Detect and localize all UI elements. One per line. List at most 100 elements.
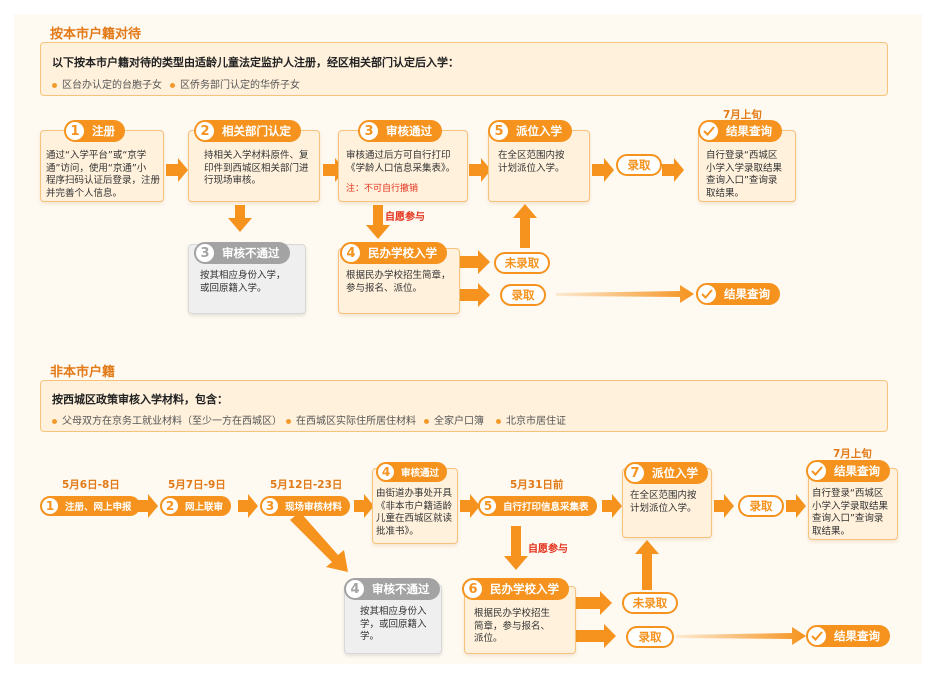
result-label: 结果查询 — [724, 287, 770, 301]
section2-title: 非本市户籍 — [50, 365, 116, 380]
step-number: 3 — [194, 242, 216, 264]
arrow-s1-long-result — [556, 285, 694, 303]
s2-fail-pill: 4 审核不通过 — [344, 578, 440, 600]
section1-bullet: 区侨务部门认定的华侨子女 — [170, 76, 300, 91]
step-label: 派位入学 — [652, 466, 698, 480]
s1-not-admitted-badge: 未录取 — [494, 252, 550, 274]
s2-step4-text: 由街道办事处开具 《非本市户籍适龄 儿童在西城区就读 批准书》。 — [376, 488, 453, 537]
s2-result2-pill: 结果查询 — [806, 625, 890, 647]
s2-not-admitted-badge: 未录取 — [622, 592, 678, 614]
s1-step5-text: 在全区范围内按 计划派位入学。 — [498, 150, 565, 174]
section2-bullet: 北京市居住证 — [496, 412, 566, 427]
step-number: 7 — [624, 462, 646, 484]
check-circle-icon — [806, 625, 828, 647]
s1-step3-text: 审核通过后方可自行打印 《学龄人口信息采集表》。 — [346, 150, 456, 174]
section2-intro: 按西城区政策审核入学材料，包含： — [52, 393, 228, 406]
step-label: 民办学校入学 — [368, 246, 437, 260]
s2-step1-pill: 1 注册、网上申报 — [40, 496, 140, 516]
arrow-s2-private-admit — [576, 624, 616, 648]
step-number: 1 — [40, 496, 60, 516]
step-number: 5 — [478, 496, 498, 516]
step-number: 4 — [340, 242, 362, 264]
step-label: 审核通过 — [386, 124, 432, 138]
arrow-s1-private-admit — [460, 283, 490, 307]
s1-admitted-badge-2: 录取 — [500, 284, 546, 306]
check-circle-icon — [698, 120, 720, 142]
step-label: 自行打印信息采集表 — [503, 502, 589, 513]
arrow-s2-7-admit — [714, 494, 734, 518]
arrow-s2-long-result — [676, 627, 806, 645]
step-number: 2 — [160, 496, 180, 516]
arrow-s2-notadmit-7 — [635, 540, 659, 590]
section2-bullet: 全家户口簿 — [424, 412, 484, 427]
s2-admitted-badge-2: 录取 — [626, 626, 674, 648]
arrow-s2-3-fail — [290, 512, 348, 572]
s1-step2-text: 持相关入学材料原件、复 印件到西城区相关部门进 行现场审核。 — [204, 150, 309, 186]
s1-result2-pill: 结果查询 — [696, 283, 780, 305]
result-label: 结果查询 — [834, 629, 880, 643]
arrow-s1-private-notadmit — [460, 250, 490, 274]
s1-result-pill: 结果查询 — [698, 120, 782, 142]
arrow-s2-2-3 — [238, 494, 258, 518]
s1-step3-pill: 3 审核通过 — [358, 120, 442, 142]
s2-admitted-badge: 录取 — [738, 495, 784, 517]
check-circle-icon — [696, 283, 718, 305]
bullet-dot-icon — [424, 418, 429, 424]
section2-bullet: 在西城区实际住所居住材料 — [286, 412, 416, 427]
step-number: 4 — [376, 462, 396, 482]
s2-step2-date: 5月7日-9日 — [168, 479, 226, 491]
s2-voluntary-label: 自愿参与 — [528, 544, 568, 555]
s2-step2-pill: 2 网上联审 — [160, 496, 232, 516]
step-label: 注册、网上申报 — [65, 502, 132, 513]
s1-step1-card — [40, 130, 164, 202]
s2-result-pill: 结果查询 — [806, 460, 890, 482]
section1-bullet: 区台办认定的台胞子女 — [52, 76, 162, 91]
s2-result-text: 自行登录“西城区 小学入学录取结果 查询入口”查询录 取结果。 — [812, 488, 889, 537]
arrow-s1-admit-result — [662, 158, 684, 182]
s2-step5-pill: 5 自行打印信息采集表 — [478, 496, 597, 516]
arrow-s2-5-7 — [602, 494, 622, 518]
step-label: 网上联审 — [185, 502, 224, 513]
bullet-dot-icon — [52, 418, 57, 424]
s1-step2-card — [188, 130, 320, 202]
section1-intro: 以下按本市户籍对待的类型由适龄儿童法定监护人注册，经区相关部门认定后入学： — [52, 56, 459, 69]
s1-result-text: 自行登录“西城区 小学入学录取结果 查询入口”查询录 取结果。 — [706, 150, 783, 199]
s2-step1-date: 5月6日-8日 — [62, 479, 120, 491]
s1-private-text: 根据民办学校招生简章， 参与报名、派位。 — [346, 270, 451, 294]
s1-step1-text: 通过“入学平台”或“京学 通”访问，使用“京通”小 程序扫码认证后登录，注册 并… — [46, 150, 161, 199]
s2-step7-text: 在全区范围内按 计划派位入学。 — [630, 490, 697, 514]
step-label: 民办学校入学 — [490, 582, 559, 596]
s2-fail-text: 按其相应身份入 学，或回原籍入 学。 — [360, 606, 427, 642]
arrow-s1-3-private — [366, 205, 390, 239]
arrow-s2-4-5 — [460, 494, 480, 518]
arrow-s1-5-admit — [592, 158, 614, 182]
bullet-dot-icon — [170, 82, 175, 88]
check-circle-icon — [806, 460, 828, 482]
s2-result-date: 7月上旬 — [833, 448, 872, 460]
section1-intro-box — [40, 42, 888, 96]
section2-bullet: 父母双方在京务工就业材料（至少一方在西城区） — [52, 412, 282, 427]
arrow-s2-1-2 — [138, 494, 158, 518]
s1-fail-text: 按其相应身份入学， 或回原籍入学。 — [200, 270, 286, 294]
s2-private-text: 根据民办学校招生 简章，参与报名、 派位。 — [474, 608, 551, 644]
s1-result-date: 7月上旬 — [723, 109, 762, 121]
arrow-s1-2-fail — [228, 205, 252, 232]
section2-intro-box — [40, 380, 888, 432]
s1-step5-card — [488, 130, 590, 202]
step-number: 3 — [358, 120, 380, 142]
arrow-s2-3-4 — [354, 494, 374, 518]
result-label: 结果查询 — [726, 124, 772, 138]
arrow-s2-5-private — [504, 526, 528, 570]
section1-title: 按本市户籍对待 — [50, 27, 142, 42]
bullet-dot-icon — [496, 418, 501, 424]
step-number: 4 — [344, 578, 366, 600]
step-label: 审核不通过 — [372, 582, 430, 596]
arrow-s2-admit-result — [786, 494, 806, 518]
arrow-s1-notadmit-5 — [513, 204, 537, 248]
